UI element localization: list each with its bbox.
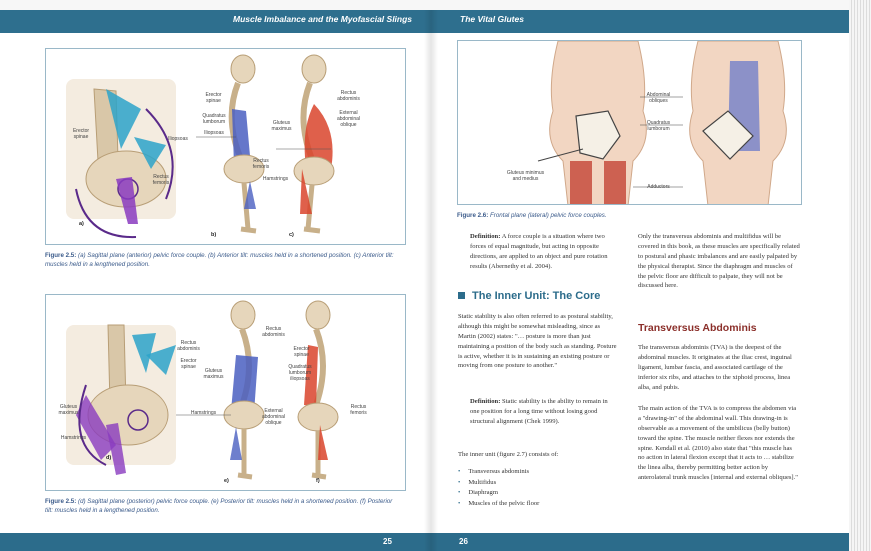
panel-label-c: c): [289, 232, 294, 238]
caption-label: Figure 2.5:: [45, 498, 77, 505]
definition-text: A force couple is a situation where two …: [470, 233, 608, 270]
label-erector-spinae-d: Erector spinae: [180, 358, 197, 370]
book-spine-shadow: [424, 10, 438, 551]
header-bar: [0, 10, 850, 33]
inner-unit-heading: The Inner Unit: The Core: [458, 290, 600, 302]
label-iliopsoas-b: Iliopsoas: [204, 130, 224, 136]
definition-static-stability: Definition: Static stability is the abil…: [470, 397, 618, 427]
caption-text: (a) Sagittal plane (anterior) pelvic for…: [45, 252, 394, 268]
caption-text: Frontal plane (lateral) pelvic force cou…: [488, 212, 607, 219]
figure-2-5-top: Erector spinae Iliopsoas Rectus femoris …: [45, 48, 406, 245]
tva-paragraph-2: The main action of the TVA is to compres…: [638, 405, 798, 482]
label-adductors: Adductors: [647, 184, 670, 190]
list-item: Transversus abdominis: [458, 467, 618, 478]
label-abdominal-obliques: Abdominal obliques: [646, 92, 671, 104]
label-gluteus-maximus-e: Gluteus maximus: [203, 368, 224, 380]
figure-2-6-illustration: [537, 41, 787, 204]
list-item: Diaphragm: [458, 488, 618, 499]
label-erector-spinae-f: Erector spinae: [293, 346, 310, 358]
panel-label-f: f): [316, 478, 320, 484]
label-rectus-femoris-f: Rectus femoris: [350, 404, 367, 416]
label-gluteus-maximus-c: Gluteus maximus: [271, 120, 292, 132]
figure-2-5-bottom-caption: Figure 2.5: (d) Sagittal plane (posterio…: [45, 498, 400, 516]
panel-label-a: a): [79, 221, 84, 227]
label-rectus-femoris-b: Rectus femoris: [252, 158, 270, 170]
definition-label: Definition:: [470, 398, 501, 405]
label-iliopsoas-a: Iliopsoas: [168, 136, 188, 142]
caption-text: (d) Sagittal plane (posterior) pelvic fo…: [45, 498, 393, 514]
figure-2-6-caption: Figure 2.6: Frontal plane (lateral) pelv…: [457, 212, 802, 221]
page-top-strip: [0, 0, 850, 10]
figure-2-5-bottom-illustration: [66, 300, 339, 480]
label-erector-spinae-a: Erector spinae: [72, 128, 90, 140]
definition-force-couple: Definition: A force couple is a situatio…: [470, 232, 618, 272]
col2-intro-paragraph: Only the transversus abdominis and multi…: [638, 233, 800, 290]
heading-square-icon: [458, 292, 465, 299]
definition-label: Definition:: [470, 233, 501, 240]
label-erector-spinae-b: Erector spinae: [205, 92, 222, 104]
footer-bar: [0, 533, 850, 551]
inner-unit-list-intro: The inner unit (figure 2.7) consists of:: [458, 451, 559, 458]
list-item: Multifidus: [458, 478, 618, 489]
left-running-header: Muscle Imbalance and the Myofascial Slin…: [233, 14, 413, 24]
panel-label-b: b): [211, 232, 217, 238]
caption-label: Figure 2.5:: [45, 252, 77, 259]
right-running-header: The Vital Glutes: [460, 14, 524, 24]
label-external-oblique-e: External abdominal oblique: [261, 408, 286, 426]
inner-unit-heading-text: The Inner Unit: The Core: [472, 290, 601, 302]
label-rectus-abdominis-d: Rectus abdominis: [177, 340, 200, 352]
panel-label-d: d): [106, 455, 112, 461]
inner-unit-list: Transversus abdominis Multifidus Diaphra…: [458, 467, 618, 509]
right-page-number: 26: [459, 537, 468, 546]
label-hamstrings-d: Hamstrings: [60, 435, 87, 441]
label-rectus-abdominis-c: Rectus abdominis: [337, 90, 360, 102]
list-item: Muscles of the pelvic floor: [458, 499, 618, 510]
figure-2-5-top-illustration: [66, 54, 335, 239]
label-quadratus-lumborum-b: Quadratus lumborum: [202, 113, 226, 125]
label-external-oblique-c: External abdominal oblique: [336, 110, 361, 128]
figure-2-6: Abdominal obliques Quadratus lumborum Gl…: [457, 40, 802, 205]
label-gluteus-maximus-d: Gluteus maximus: [58, 404, 79, 416]
label-rectus-abdominis-e: Rectus abdominis: [262, 326, 285, 338]
inner-unit-paragraph: Static stability is also often referred …: [458, 313, 617, 370]
tva-heading: Transversus Abdominis: [638, 322, 757, 334]
caption-label: Figure 2.6:: [457, 212, 489, 219]
definition-text: Static stability is the ability to remai…: [470, 398, 608, 425]
left-page-number: 25: [383, 537, 392, 546]
figure-2-5-top-caption: Figure 2.5: (a) Sagittal plane (anterior…: [45, 252, 400, 270]
label-hamstrings-c: Hamstrings: [262, 176, 289, 182]
label-quadratus-lumborum: Quadratus lumborum: [646, 120, 671, 132]
label-hamstrings-e: Hamstrings: [190, 410, 217, 416]
label-gluteus-minimus-medius: Gluteus minimus and medius: [506, 170, 545, 182]
tva-paragraph-1: The transversus abdominis (TVA) is the d…: [638, 344, 792, 391]
label-quadratus-lumborum-f: Quadratus lumborum iliopsoas: [288, 364, 312, 382]
panel-label-e: e): [224, 478, 229, 484]
label-rectus-femoris-a: Rectus femoris: [152, 174, 170, 186]
figure-2-5-bottom: Rectus abdominis Erector spinae Gluteus …: [45, 294, 406, 491]
page-edges: [849, 0, 871, 551]
